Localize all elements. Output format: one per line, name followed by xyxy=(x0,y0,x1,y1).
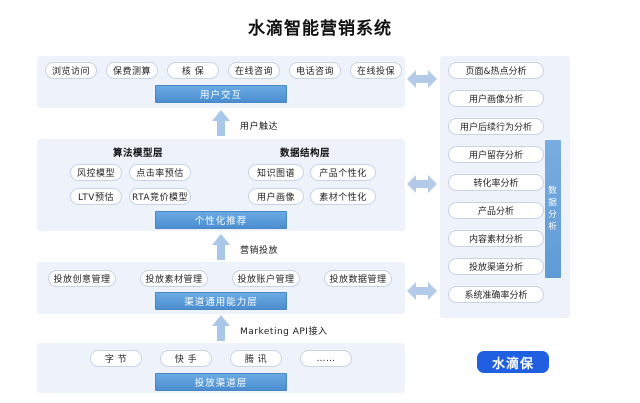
flow-arrow-user-reach-label: 用户触达 xyxy=(240,122,279,132)
analysis-item-channel[interactable]: 投放渠道分析 xyxy=(448,258,544,275)
chip-creative-personalization[interactable]: 素材个性化 xyxy=(310,188,376,205)
chip-premium-calc[interactable]: 保费测算 xyxy=(106,62,158,79)
layer-bar-personalized-recommendation[interactable]: 个性化推荐 xyxy=(155,211,287,229)
chip-more[interactable]: …… xyxy=(300,350,352,367)
chip-online-insure[interactable]: 在线投保 xyxy=(350,62,402,79)
chip-knowledge-graph[interactable]: 知识图谱 xyxy=(248,164,304,181)
chip-risk-model[interactable]: 风控模型 xyxy=(70,164,122,181)
flow-arrow-user-reach-icon xyxy=(212,110,230,136)
analysis-vertical-char-4: 析 xyxy=(548,222,558,232)
chip-bytedance[interactable]: 字 节 xyxy=(90,350,142,367)
analysis-vertical-char-3: 分 xyxy=(548,210,558,220)
layer-bar-user-interaction[interactable]: 用户交互 xyxy=(155,85,287,103)
analysis-vertical-bar: 数 据 分 析 xyxy=(545,140,561,278)
chip-data-management[interactable]: 投放数据管理 xyxy=(324,270,392,287)
chip-tencent[interactable]: 腾 讯 xyxy=(230,350,282,367)
link-arrow-channel-analysis-icon xyxy=(407,282,437,300)
analysis-item-user-profile[interactable]: 用户画像分析 xyxy=(448,90,544,107)
chip-product-personalization[interactable]: 产品个性化 xyxy=(310,164,376,181)
layer-bar-channel[interactable]: 投放渠道层 xyxy=(155,373,287,391)
chip-browse-visit[interactable]: 浏览访问 xyxy=(45,62,97,79)
chip-underwriting[interactable]: 核 保 xyxy=(167,62,219,79)
chip-ctr-estimate[interactable]: 点击率预估 xyxy=(129,164,191,181)
analysis-vertical-char-2: 据 xyxy=(548,198,558,208)
analysis-item-content[interactable]: 内容素材分析 xyxy=(448,230,544,247)
section-title-data-structure: 数据结构层 xyxy=(279,148,330,159)
chip-kuaishou[interactable]: 快 手 xyxy=(160,350,212,367)
analysis-item-product[interactable]: 产品分析 xyxy=(448,202,544,219)
chip-account-management[interactable]: 投放账户管理 xyxy=(232,270,300,287)
chip-online-consult[interactable]: 在线咨询 xyxy=(228,62,280,79)
analysis-item-user-behavior[interactable]: 用户后续行为分析 xyxy=(448,118,544,135)
analysis-item-conversion[interactable]: 转化率分析 xyxy=(448,174,544,191)
link-arrow-interaction-analysis-icon xyxy=(407,70,437,88)
chip-ltv-estimate[interactable]: LTV预估 xyxy=(70,188,122,205)
page-title: 水滴智能营销系统 xyxy=(248,19,392,39)
chip-rta-bid-model[interactable]: RTA竞价模型 xyxy=(129,188,191,205)
analysis-item-accuracy[interactable]: 系统准确率分析 xyxy=(448,286,544,303)
layer-bar-channel-ability[interactable]: 渠道通用能力层 xyxy=(155,292,287,310)
flow-arrow-marketing-api-icon xyxy=(212,315,230,341)
brand-logo: 水滴保 xyxy=(477,351,549,373)
analysis-item-user-retention[interactable]: 用户留存分析 xyxy=(448,146,544,163)
analysis-vertical-char-1: 数 xyxy=(548,186,558,196)
chip-phone-consult[interactable]: 电话咨询 xyxy=(289,62,341,79)
flow-arrow-marketing-api-label: Marketing API接入 xyxy=(240,327,328,337)
flow-arrow-marketing-delivery-icon xyxy=(212,234,230,260)
flow-arrow-marketing-delivery-label: 营销投放 xyxy=(240,246,279,256)
chip-user-profile[interactable]: 用户画像 xyxy=(248,188,304,205)
chip-material-management[interactable]: 投放素材管理 xyxy=(140,270,208,287)
section-title-algorithm-model: 算法模型层 xyxy=(112,148,163,159)
chip-creative-management[interactable]: 投放创意管理 xyxy=(48,270,116,287)
link-arrow-algorithm-analysis-icon xyxy=(407,175,437,193)
analysis-item-page-heatmap[interactable]: 页面&热点分析 xyxy=(448,62,544,79)
